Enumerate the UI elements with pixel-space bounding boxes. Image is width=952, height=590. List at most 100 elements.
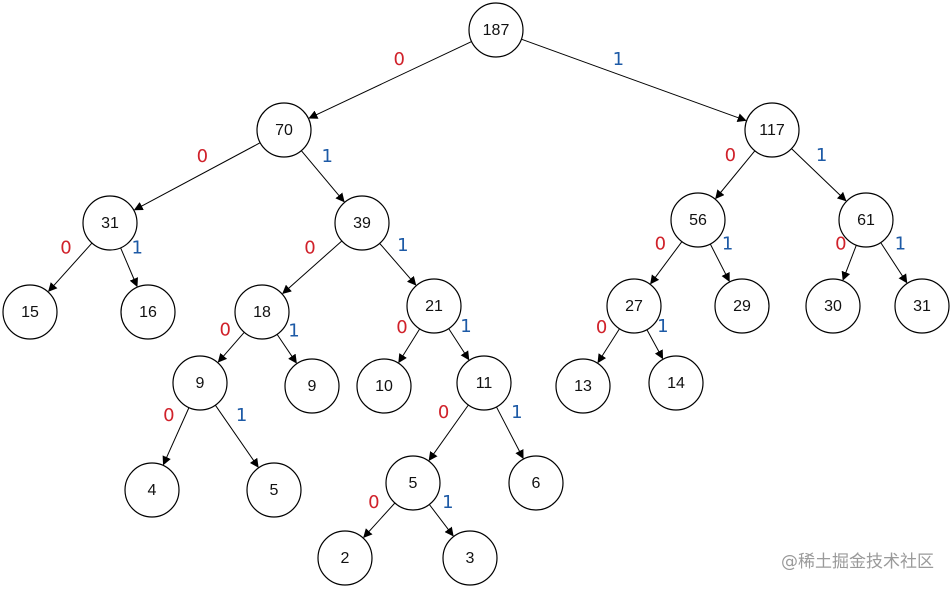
edge-n61-n31b: 1 — [880, 233, 908, 284]
edge-line — [363, 502, 396, 538]
edge-n56-n29: 1 — [709, 233, 733, 282]
edge-label-one: 1 — [397, 235, 408, 256]
node-circle — [120, 284, 176, 340]
edge-n5b-n2: 0 — [363, 492, 396, 538]
edge-n18-n9a: 0 — [217, 319, 245, 363]
node-circle — [894, 278, 950, 334]
tree-node-18: 18 — [234, 284, 290, 340]
watermark-text: @稀土掘金技术社区 — [781, 552, 934, 572]
edge-n27-n13: 0 — [596, 317, 620, 364]
tree-node-5: 5 — [385, 455, 441, 511]
edge-label-zero: 0 — [197, 146, 208, 167]
node-label: 21 — [425, 298, 443, 315]
node-circle — [508, 455, 564, 511]
edge-label-zero: 0 — [368, 492, 379, 513]
edge-n117-n56: 0 — [715, 145, 756, 200]
node-circle — [442, 530, 498, 586]
edge-n27-n14: 1 — [646, 316, 669, 360]
node-circle — [670, 192, 726, 248]
node-label: 6 — [532, 475, 541, 492]
edge-label-one: 1 — [895, 233, 906, 254]
node-circle — [82, 195, 138, 251]
tree-node-70: 70 — [256, 102, 312, 158]
node-circle — [317, 530, 373, 586]
tree-node-13: 13 — [555, 358, 611, 414]
node-label: 18 — [253, 304, 271, 321]
edge-label-zero: 0 — [304, 238, 315, 259]
node-label: 5 — [409, 475, 418, 492]
node-circle — [606, 278, 662, 334]
edge-n39-n21: 1 — [379, 235, 417, 286]
edge-n5b-n3: 1 — [428, 492, 454, 537]
edge-n31a-n16: 1 — [120, 238, 143, 288]
node-label: 15 — [21, 304, 39, 321]
node-label: 9 — [308, 378, 317, 395]
node-label: 9 — [196, 375, 205, 392]
edge-label-zero: 0 — [60, 238, 71, 259]
node-label: 187 — [483, 22, 510, 39]
edge-n187-n117: 1 — [521, 38, 747, 122]
edge-label-zero: 0 — [596, 317, 607, 338]
edge-line — [521, 38, 747, 122]
node-circle — [246, 462, 302, 518]
edge-n9a-n5a: 1 — [214, 405, 259, 468]
edge-line — [646, 329, 664, 360]
edge-n70-n39: 1 — [300, 146, 345, 203]
node-circle — [124, 462, 180, 518]
edge-line — [162, 407, 190, 466]
edge-line — [791, 148, 847, 202]
node-label: 29 — [733, 298, 751, 315]
tree-node-187: 187 — [468, 2, 524, 58]
edge-n39-n18: 0 — [282, 238, 343, 295]
tree-node-39: 39 — [334, 195, 390, 251]
node-circle — [172, 355, 228, 411]
edge-line — [650, 241, 683, 285]
node-label: 117 — [759, 122, 785, 139]
edge-label-zero: 0 — [393, 49, 404, 70]
edge-line — [428, 404, 469, 461]
edge-label-one: 1 — [442, 492, 453, 513]
tree-node-16: 16 — [120, 284, 176, 340]
tree-node-29: 29 — [714, 278, 770, 334]
edge-label-one: 1 — [288, 321, 299, 342]
tree-node-31: 31 — [82, 195, 138, 251]
node-circle — [468, 2, 524, 58]
tree-node-6: 6 — [508, 455, 564, 511]
edge-label-one: 1 — [613, 49, 624, 70]
tree-node-9: 9 — [172, 355, 228, 411]
node-label: 11 — [476, 375, 493, 392]
edge-n18-n9b: 1 — [276, 321, 300, 364]
node-label: 14 — [667, 375, 685, 392]
edge-line — [276, 334, 297, 364]
edge-line — [715, 150, 756, 200]
node-label: 4 — [148, 482, 157, 499]
edge-n187-n70: 0 — [308, 41, 472, 119]
node-circle — [406, 278, 462, 334]
edge-line — [398, 328, 421, 364]
tree-node-4: 4 — [124, 462, 180, 518]
node-circle — [805, 278, 861, 334]
edge-line — [428, 504, 454, 537]
edge-label-zero: 0 — [725, 145, 736, 166]
node-circle — [385, 455, 441, 511]
edge-n11-n6: 1 — [496, 402, 524, 460]
node-circle — [2, 284, 58, 340]
node-circle — [744, 102, 800, 158]
edge-n56-n27: 0 — [650, 233, 683, 285]
tree-node-9: 9 — [284, 358, 340, 414]
tree-node-11: 11 — [456, 355, 512, 411]
tree-node-5: 5 — [246, 462, 302, 518]
edge-line — [282, 240, 343, 295]
node-label: 13 — [574, 378, 592, 395]
node-label: 70 — [275, 122, 293, 139]
node-circle — [456, 355, 512, 411]
edge-label-zero: 0 — [219, 319, 230, 340]
tree-node-31: 31 — [894, 278, 950, 334]
edge-n61-n30: 0 — [835, 233, 857, 281]
edge-n31a-n15: 0 — [48, 238, 93, 292]
edge-label-zero: 0 — [438, 402, 449, 423]
tree-node-56: 56 — [670, 192, 726, 248]
